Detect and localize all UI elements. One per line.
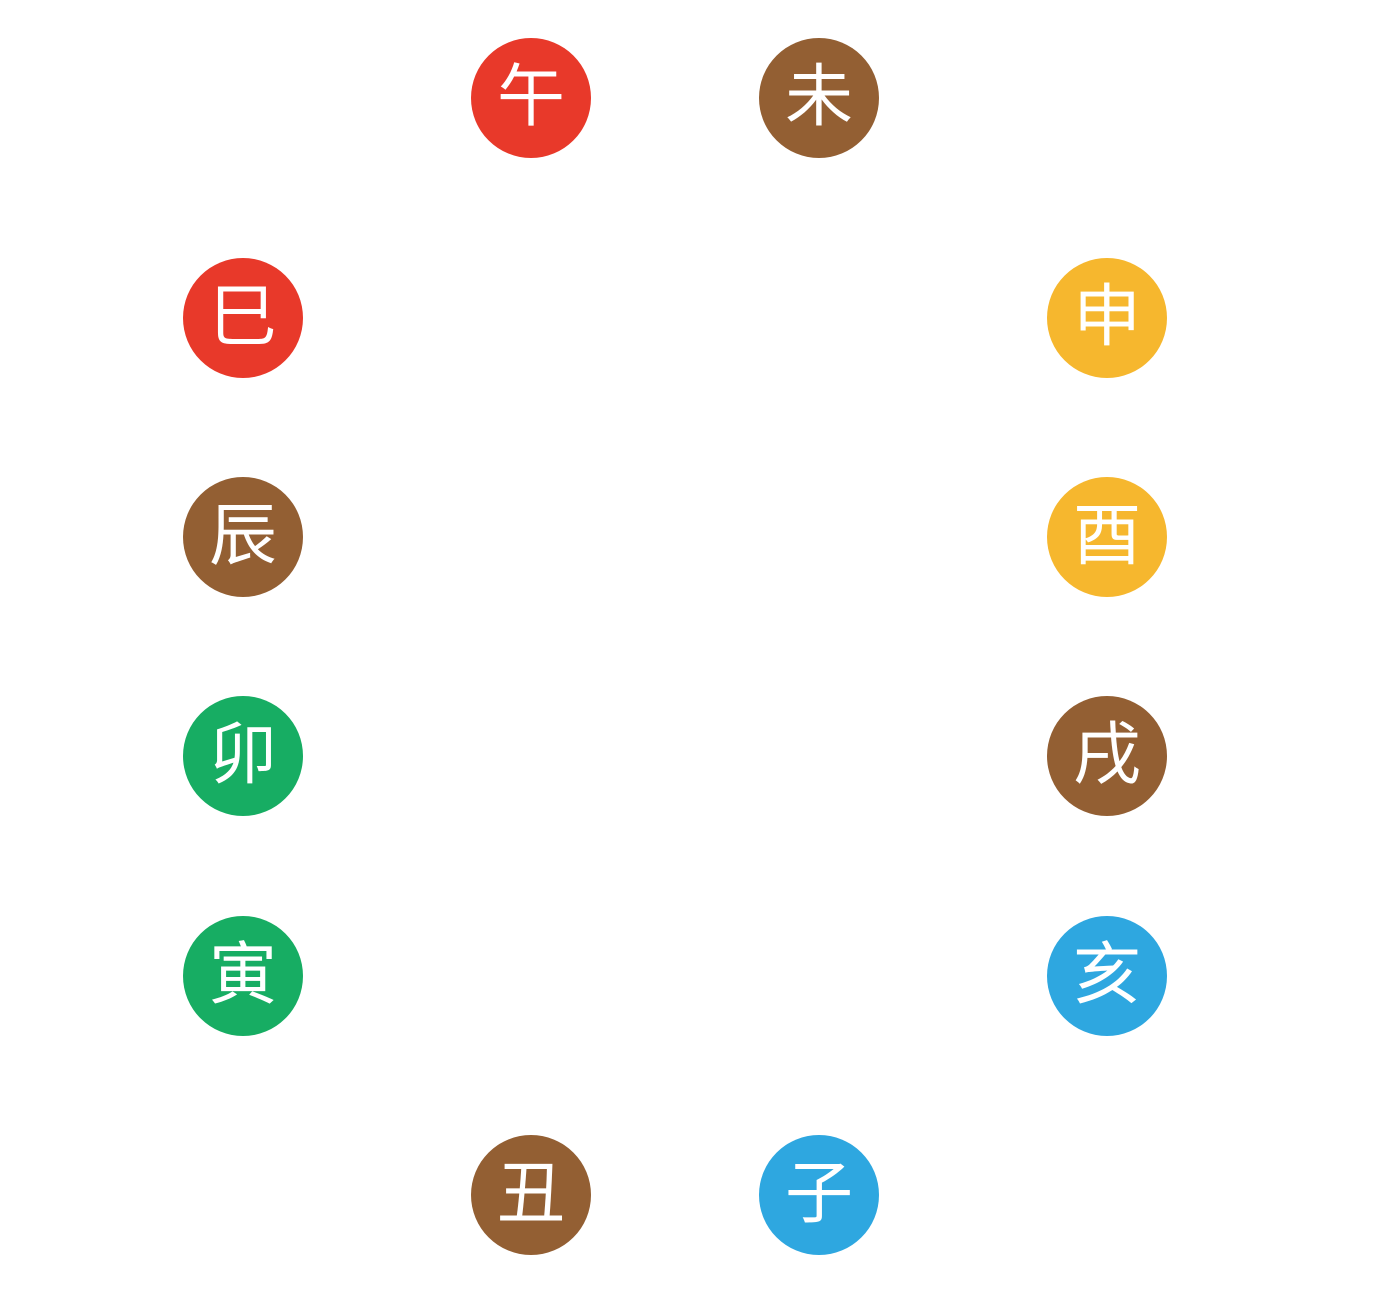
branch-mao-circle: 卯 <box>183 696 303 816</box>
branch-xu-label: 戌 <box>1072 716 1141 795</box>
branch-you-label: 酉 <box>1072 497 1141 576</box>
branch-you-circle: 酉 <box>1047 477 1167 597</box>
branch-wei-circle: 未 <box>759 38 879 158</box>
branch-chou-circle: 丑 <box>471 1135 591 1255</box>
branch-wu-label: 午 <box>496 58 565 137</box>
branch-si-circle: 巳 <box>183 258 303 378</box>
branch-shen-label: 申 <box>1072 278 1141 357</box>
branch-zi-circle: 子 <box>759 1135 879 1255</box>
branch-zi-label: 子 <box>784 1155 853 1234</box>
branch-wu-circle: 午 <box>471 38 591 158</box>
branch-yin-circle: 寅 <box>183 916 303 1036</box>
branch-yin-label: 寅 <box>208 936 277 1015</box>
branch-hai-label: 亥 <box>1072 936 1141 1015</box>
branch-shen-circle: 申 <box>1047 258 1167 378</box>
branch-xu-circle: 戌 <box>1047 696 1167 816</box>
branch-wei-label: 未 <box>784 58 853 137</box>
branch-mao-label: 卯 <box>208 716 277 795</box>
branch-hai-circle: 亥 <box>1047 916 1167 1036</box>
branch-chou-label: 丑 <box>496 1155 565 1234</box>
branch-chen-label: 辰 <box>208 497 277 576</box>
branch-chen-circle: 辰 <box>183 477 303 597</box>
branch-si-label: 巳 <box>208 278 277 357</box>
